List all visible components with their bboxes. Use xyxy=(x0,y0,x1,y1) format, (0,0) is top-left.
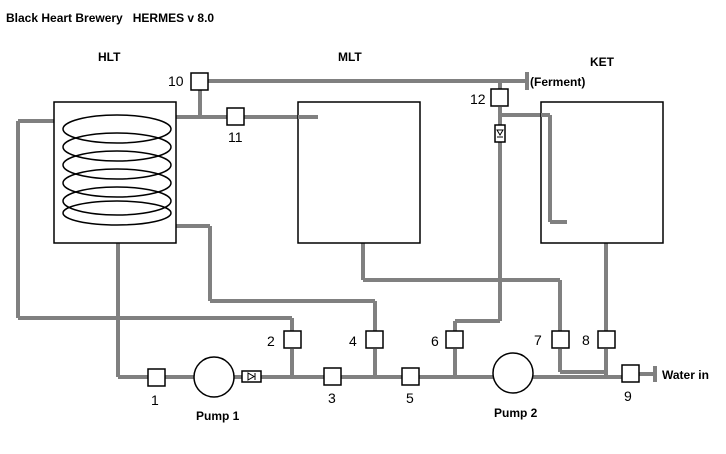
valve-8[interactable]: 8 xyxy=(582,330,616,349)
coil-loop-3 xyxy=(62,150,172,180)
coil-loop-5 xyxy=(62,186,172,216)
check-valve-pump-1-body xyxy=(241,370,262,383)
valve-7-body[interactable] xyxy=(551,330,570,349)
vessel-mlt[interactable]: MLT xyxy=(297,50,421,244)
valve-7[interactable]: 7 xyxy=(534,330,570,349)
valve-3[interactable]: 3 xyxy=(323,367,342,406)
valve-12[interactable]: 12 xyxy=(470,88,509,107)
hlt-label: HLT xyxy=(98,50,121,64)
pump-2-label: Pump 2 xyxy=(494,406,538,420)
valve-3-label: 3 xyxy=(328,390,336,406)
ket-label: KET xyxy=(590,55,615,69)
valve-9-body[interactable] xyxy=(621,364,640,383)
valve-11[interactable]: 11 xyxy=(226,107,245,145)
valve-12-label: 12 xyxy=(470,91,486,107)
ket-tank[interactable] xyxy=(540,101,664,244)
valve-2[interactable]: 2 xyxy=(267,330,302,349)
valve-1-label: 1 xyxy=(151,392,159,408)
valve-5-label: 5 xyxy=(406,390,414,406)
valve-8-body[interactable] xyxy=(597,330,616,349)
valve-5[interactable]: 5 xyxy=(401,367,420,406)
valve-4-label: 4 xyxy=(349,333,357,349)
vessel-hlt[interactable]: HLT xyxy=(53,50,177,244)
valve-10-body[interactable] xyxy=(190,72,209,91)
valve-6[interactable]: 6 xyxy=(431,330,464,349)
check-valve-12 xyxy=(494,124,506,143)
coil-loop-4 xyxy=(62,168,172,198)
ferment-port-label: (Ferment) xyxy=(530,75,585,89)
valve-8-label: 8 xyxy=(582,332,590,348)
check-valve-pump-1 xyxy=(241,370,262,383)
pump-1-body[interactable] xyxy=(193,356,235,398)
valve-6-label: 6 xyxy=(431,333,439,349)
page-title: Black Heart Brewery HERMES v 8.0 xyxy=(6,11,214,25)
valve-10-label: 10 xyxy=(168,73,184,89)
valve-7-label: 7 xyxy=(534,332,542,348)
valve-6-body[interactable] xyxy=(445,330,464,349)
valve-2-body[interactable] xyxy=(283,330,302,349)
coil-loop-6 xyxy=(62,200,172,226)
mlt-label: MLT xyxy=(338,50,362,64)
valve-10[interactable]: 10 xyxy=(168,72,209,91)
valve-11-body[interactable] xyxy=(226,107,245,126)
check-valve-12-body xyxy=(494,124,506,143)
hlt-heating-coil xyxy=(62,114,172,226)
check-valve-12-arrow-icon xyxy=(496,129,504,138)
valve-4[interactable]: 4 xyxy=(349,330,384,349)
pump-1-label: Pump 1 xyxy=(196,409,240,423)
valve-2-label: 2 xyxy=(267,333,275,349)
mlt-tank[interactable] xyxy=(297,101,421,244)
valve-1[interactable]: 1 xyxy=(147,368,166,408)
pump-2[interactable]: Pump 2 xyxy=(492,352,538,420)
valve-4-body[interactable] xyxy=(365,330,384,349)
coil-loop-2 xyxy=(62,132,172,162)
pump-2-body[interactable] xyxy=(492,352,534,394)
pump-1[interactable]: Pump 1 xyxy=(193,356,240,423)
coil-loop-1 xyxy=(62,114,172,144)
vessel-ket[interactable]: KET xyxy=(540,55,664,244)
valve-9[interactable]: 9 xyxy=(621,364,640,404)
valve-3-body[interactable] xyxy=(323,367,342,386)
valve-5-body[interactable] xyxy=(401,367,420,386)
check-valve-pump-1-arrow-icon xyxy=(247,372,256,381)
water-in-port-label: Water in xyxy=(662,368,709,382)
valve-1-body[interactable] xyxy=(147,368,166,387)
valve-12-body[interactable] xyxy=(490,88,509,107)
valve-11-label: 11 xyxy=(228,129,243,145)
valve-9-label: 9 xyxy=(624,388,632,404)
